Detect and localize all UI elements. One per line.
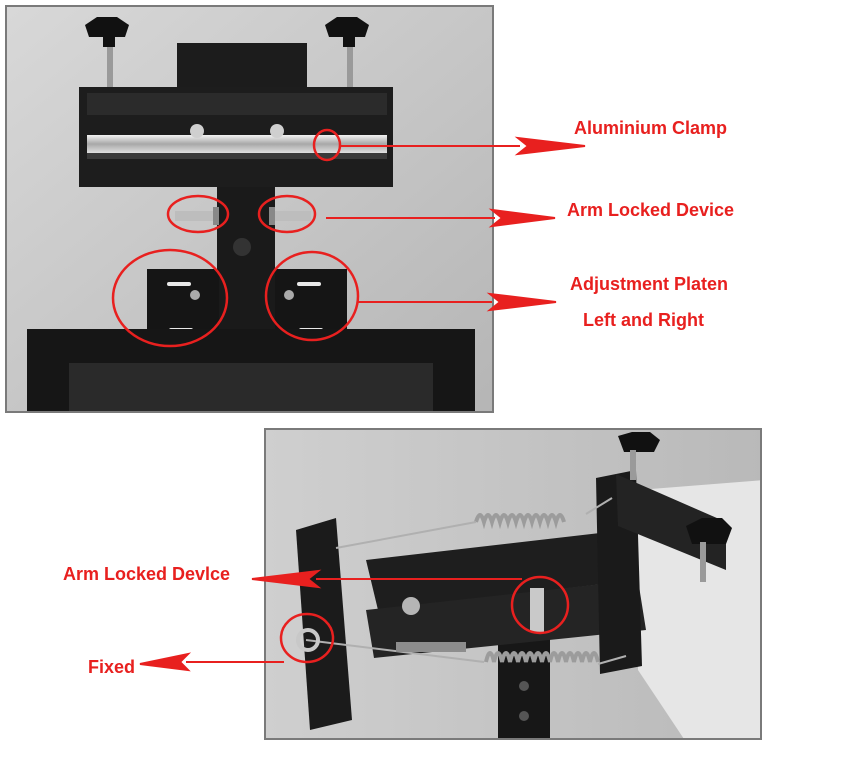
knob-left [85, 17, 129, 47]
adjustment-platen-label-line1: Adjustment Platen [570, 274, 729, 294]
arm-locked-device-label-top: Arm Locked Device [567, 200, 735, 220]
arm-locked-device-label-bottom: Arm Locked Devlce [63, 564, 231, 584]
fixed-label: Fixed [88, 657, 136, 677]
bottom-product-photo [264, 428, 762, 740]
top-product-photo [5, 5, 494, 413]
adjustment-platen-label-line2: Left and Right [583, 310, 704, 330]
bottom-photo-illustration [266, 430, 760, 738]
aluminium-clamp-label: Aluminium Clamp [574, 118, 728, 138]
top-photo-illustration [7, 7, 492, 411]
knob-right [325, 17, 369, 47]
